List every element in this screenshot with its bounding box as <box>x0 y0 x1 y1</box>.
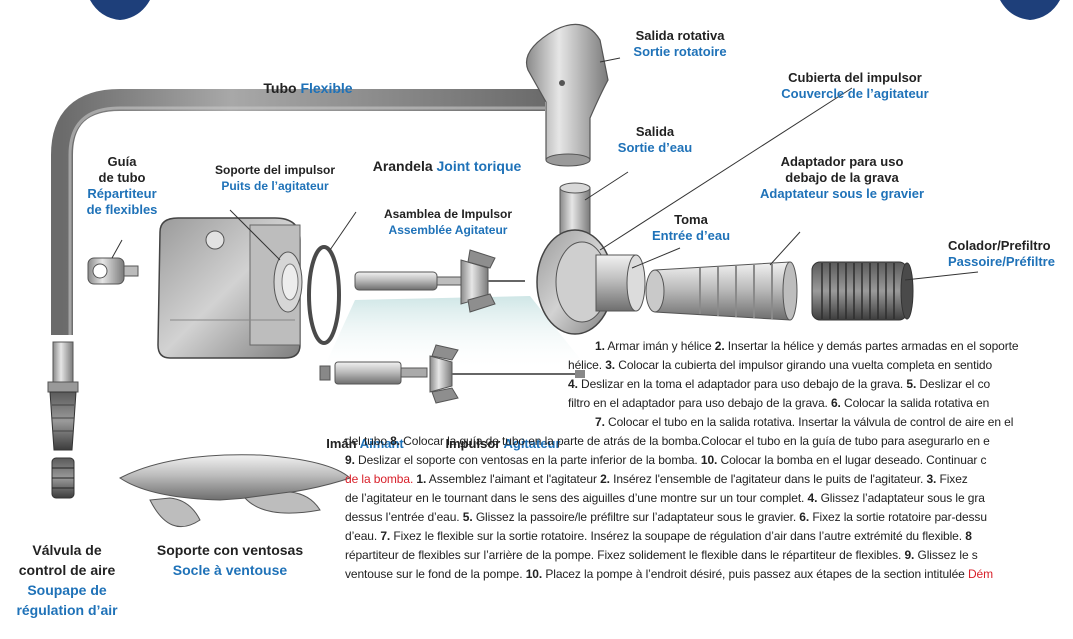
label-salida-rotativa-fr: Sortie rotatoire <box>633 44 727 59</box>
label-iman-fr: Aimant <box>359 436 404 451</box>
label-guia-fr-1: Répartiteur <box>87 186 157 201</box>
label-tubo-flexible: Tubo Flexible <box>228 80 388 96</box>
label-adaptador-es-2: debajo de la grava <box>785 170 899 185</box>
label-cubierta-es: Cubierta del impulsor <box>788 70 922 85</box>
label-soporte-ventosas: Soporte con ventosas Socle à ventouse <box>140 540 320 580</box>
label-asamblea: Asamblea de Impulsor Assemblée Agitateur <box>368 206 528 238</box>
instr-line-11: d’eau. 7. Fixez le flexible sur la sorti… <box>345 529 972 543</box>
label-salida-rotativa-es: Salida rotativa <box>635 28 725 43</box>
label-toma-es: Toma <box>674 212 708 227</box>
label-iman: Imán Aimant <box>310 436 420 452</box>
instr-line-13: ventouse sur le fond de la pompe. 10. Pl… <box>345 567 994 581</box>
cover-outlet <box>559 187 591 235</box>
label-soporte-ventosas-es: Soporte con ventosas <box>156 542 304 558</box>
label-cubierta: Cubierta del impulsor Couvercle de l’agi… <box>750 70 960 102</box>
label-tubo-es: Tubo <box>263 80 297 96</box>
label-asamblea-fr: Assemblée Agitateur <box>388 223 508 237</box>
label-salida-es: Salida <box>635 124 675 139</box>
instr-line-7: 9. Deslizar el soporte con ventosas en l… <box>345 453 987 467</box>
label-colador: Colador/Prefiltro Passoire/Préfiltre <box>948 238 1073 270</box>
label-flexible-fr: Flexible <box>300 80 353 96</box>
label-valvula-es-2: control de aire <box>18 562 116 578</box>
suction-cup-base <box>119 454 351 528</box>
label-adaptador-fr: Adaptateur sous le gravier <box>760 186 924 201</box>
strainer <box>811 261 914 321</box>
label-soporte-impulsor-fr: Puits de l’agitateur <box>221 179 329 193</box>
instr-line-6: del tubo 8. Colocar la guía de tubo en l… <box>345 434 990 448</box>
instr-line-4: filtro en el adaptador para uso debajo d… <box>568 396 990 410</box>
instr-line-3: 4. Deslizar en la toma el adaptador para… <box>568 377 991 391</box>
instr-line-8: de la bomba. 1. Assemblez l'aimant et l'… <box>345 472 968 486</box>
air-valve <box>47 341 79 499</box>
label-arandela-fr: Joint torique <box>436 158 522 174</box>
badge-right <box>1000 0 1060 20</box>
assembly-highlight <box>322 296 585 372</box>
instr-line-1: 1. Armar imán y hélice 2. Insertar la hé… <box>595 339 1019 353</box>
instr-line-9: de l’agitateur en le tournant dans le se… <box>345 491 985 505</box>
label-guia: Guía de tubo Répartiteur de flexibles <box>72 154 172 218</box>
label-adaptador: Adaptador para uso debajo de la grava Ad… <box>742 154 942 202</box>
flexible-tube <box>51 89 545 335</box>
label-valvula-fr-2: régulation d’air <box>16 602 118 618</box>
o-ring <box>307 245 341 345</box>
label-impulsor-fr: Agitateur <box>503 436 561 451</box>
label-impulsor: Impulsor Agitateur <box>428 436 578 452</box>
label-arandela-es: Arandela <box>372 158 433 174</box>
under-gravel-adaptor <box>645 261 798 321</box>
impeller-assembly <box>354 249 525 313</box>
leader-lines <box>111 57 979 281</box>
label-salida: Salida Sortie d’eau <box>600 124 710 156</box>
instr-line-10: dessus l’entrée d’eau. 5. Glissez la pas… <box>345 510 987 524</box>
instr-line-12: répartiteur de flexibles sur l’arrière d… <box>345 548 978 562</box>
label-cubierta-fr: Couvercle de l’agitateur <box>781 86 929 101</box>
label-guia-es-1: Guía <box>107 154 137 169</box>
label-impulsor-es: Impulsor <box>445 436 501 451</box>
label-guia-fr-2: de flexibles <box>86 202 158 217</box>
badge-left <box>90 0 150 20</box>
label-arandela: Arandela Joint torique <box>362 158 532 174</box>
label-soporte-impulsor-es: Soporte del impulsor <box>214 163 335 177</box>
label-valvula-es-1: Válvula de <box>32 542 102 558</box>
label-adaptador-es-1: Adaptador para uso <box>780 154 904 169</box>
label-colador-es: Colador/Prefiltro <box>948 238 1051 253</box>
label-colador-fr: Passoire/Préfiltre <box>948 254 1055 269</box>
label-valvula-fr-1: Soupape de <box>27 582 107 598</box>
pump-body <box>157 217 303 359</box>
agitator <box>429 344 585 404</box>
label-soporte-impulsor: Soporte del impulsor Puits de l’agitateu… <box>190 162 360 194</box>
label-salida-rotativa: Salida rotativa Sortie rotatoire <box>600 28 760 60</box>
label-guia-es-2: de tubo <box>98 170 146 185</box>
label-valvula: Válvula de control de aire Soupape de ré… <box>2 540 132 620</box>
label-salida-fr: Sortie d’eau <box>617 140 693 155</box>
instr-line-5: 7. Colocar el tubo en la salida rotativa… <box>595 415 1014 429</box>
label-asamblea-es: Asamblea de Impulsor <box>383 207 513 221</box>
label-iman-es: Imán <box>326 436 357 451</box>
label-toma-fr: Entrée d’eau <box>651 228 731 243</box>
tube-guide <box>87 257 139 285</box>
label-soporte-ventosas-fr: Socle à ventouse <box>172 562 288 578</box>
label-toma: Toma Entrée d’eau <box>636 212 746 244</box>
instr-line-2: hélice. 3. Colocar la cubierta del impul… <box>568 358 993 372</box>
magnet <box>319 361 428 385</box>
